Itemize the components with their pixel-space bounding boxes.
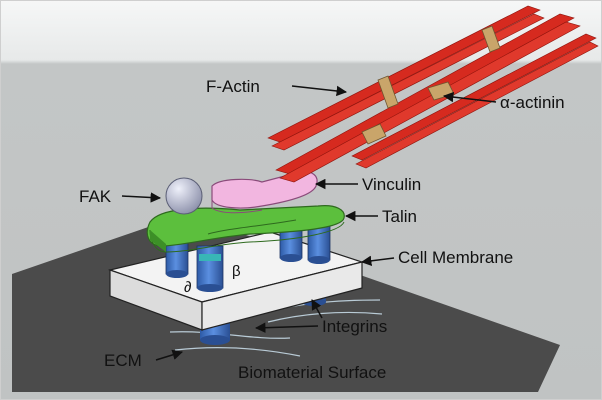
label-cell-membrane: Cell Membrane bbox=[398, 248, 513, 267]
arrow-ecm bbox=[155, 349, 184, 361]
f-actin-filaments bbox=[267, 5, 599, 183]
alpha-actinin-crosslinks bbox=[361, 25, 501, 145]
fak-sphere bbox=[165, 177, 203, 215]
actin-bundle-2 bbox=[275, 13, 581, 183]
arrow-integrins-left bbox=[254, 322, 319, 333]
label-talin: Talin bbox=[382, 207, 417, 226]
arrow-cell-membrane bbox=[360, 255, 395, 267]
label-fak: FAK bbox=[79, 187, 112, 206]
label-alpha-actinin: α-actinin bbox=[500, 93, 565, 112]
arrow-alpha-actinin bbox=[442, 91, 497, 103]
label-alpha-subunit: ∂ bbox=[184, 279, 191, 296]
actin-bundle-1 bbox=[267, 5, 545, 151]
talin-protein bbox=[146, 205, 345, 253]
label-f-actin: F-Actin bbox=[206, 77, 260, 96]
label-arrows bbox=[121, 85, 497, 361]
arrow-f-actin bbox=[291, 85, 348, 97]
label-biomaterial-surface: Biomaterial Surface bbox=[238, 363, 386, 382]
label-integrins: Integrins bbox=[322, 317, 387, 336]
label-ecm: ECM bbox=[104, 351, 142, 370]
arrow-fak bbox=[121, 192, 162, 203]
label-vinculin: Vinculin bbox=[362, 175, 421, 194]
arrow-integrins-up bbox=[311, 299, 323, 319]
actin-bundle-3 bbox=[351, 33, 599, 169]
label-beta: β bbox=[232, 263, 241, 280]
beta-subunit-band bbox=[199, 254, 221, 261]
